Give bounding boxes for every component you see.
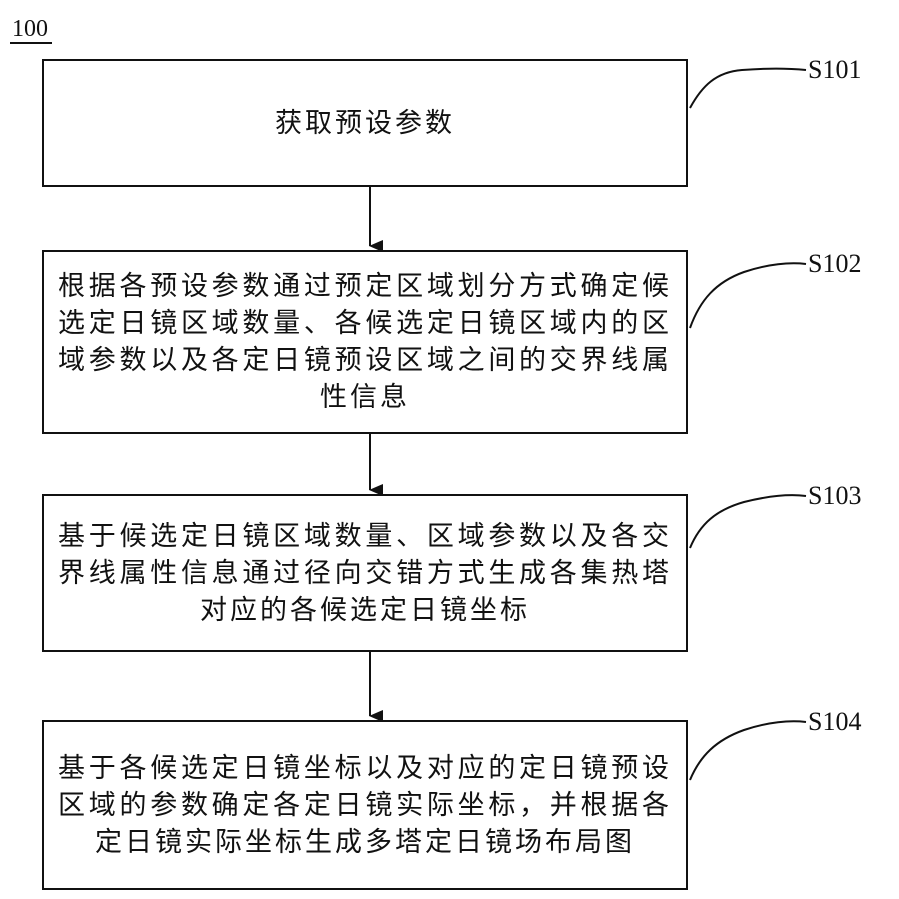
- leader-s101: [690, 69, 806, 109]
- step-id-s101: S101: [808, 56, 861, 84]
- step-box-s104: 基于各候选定日镜坐标以及对应的定日镜预设区域的参数确定各定日镜实际坐标，并根据各…: [42, 720, 688, 890]
- leader-s103: [690, 495, 806, 548]
- step-box-s103: 基于候选定日镜区域数量、区域参数以及各交界线属性信息通过径向交错方式生成各集热塔…: [42, 494, 688, 652]
- leader-s104: [690, 721, 806, 780]
- leader-s102: [690, 263, 806, 328]
- step-text-s104: 基于各候选定日镜坐标以及对应的定日镜预设区域的参数确定各定日镜实际坐标，并根据各…: [44, 750, 686, 861]
- step-text-s102: 根据各预设参数通过预定区域划分方式确定候选定日镜区域数量、各候选定日镜区域内的区…: [44, 268, 686, 416]
- step-box-s102: 根据各预设参数通过预定区域划分方式确定候选定日镜区域数量、各候选定日镜区域内的区…: [42, 250, 688, 434]
- step-id-s103: S103: [808, 482, 861, 510]
- step-text-s101: 获取预设参数: [261, 105, 469, 142]
- step-text-s103: 基于候选定日镜区域数量、区域参数以及各交界线属性信息通过径向交错方式生成各集热塔…: [44, 518, 686, 629]
- step-box-s101: 获取预设参数: [42, 59, 688, 187]
- step-id-s102: S102: [808, 250, 861, 278]
- step-id-s104: S104: [808, 708, 861, 736]
